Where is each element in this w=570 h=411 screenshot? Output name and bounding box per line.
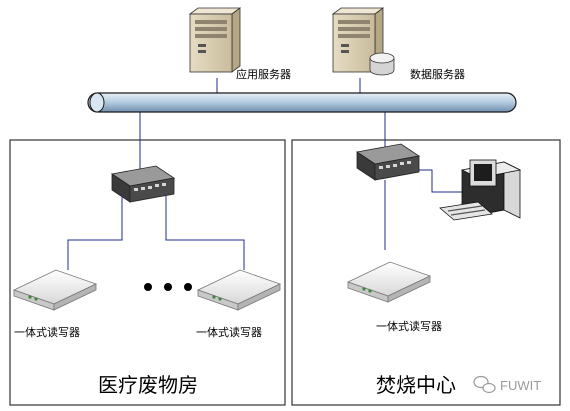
database-cylinder-icon xyxy=(369,52,395,76)
zone-right-border xyxy=(291,139,561,406)
network-switch-icon xyxy=(110,165,176,203)
right-switch-to-workstation xyxy=(419,169,462,193)
zone-right-title: 焚烧中心 xyxy=(376,373,456,397)
reader-left-a-label: 一体式读写器 xyxy=(14,325,80,339)
right-switch xyxy=(355,143,421,181)
desktop-computer-icon xyxy=(439,159,522,221)
reader-left-b: 一体式读写器 xyxy=(196,269,282,339)
reader-right: 一体式读写器 xyxy=(346,261,442,333)
left-switch-to-reader-a xyxy=(67,196,123,270)
network-switch-icon xyxy=(355,143,421,181)
tower-server-icon xyxy=(331,7,385,73)
watermark-text: FUWIT xyxy=(500,378,541,393)
zone-left-border xyxy=(9,139,286,406)
rfid-reader-icon xyxy=(12,269,98,311)
workstation xyxy=(439,159,522,221)
rfid-reader-icon xyxy=(346,261,432,303)
left-switch-to-reader-b xyxy=(165,196,245,270)
reader-left-a: 一体式读写器 xyxy=(12,269,98,339)
ellipsis-dots-icon xyxy=(144,283,192,291)
app-server-label: 应用服务器 xyxy=(236,67,291,81)
db-server-label: 数据服务器 xyxy=(410,67,465,81)
reader-right-label: 一体式读写器 xyxy=(376,319,442,333)
wechat-logo-icon xyxy=(473,375,496,394)
left-switch xyxy=(110,165,176,203)
reader-left-b-label: 一体式读写器 xyxy=(196,325,262,339)
tower-server-icon xyxy=(188,7,242,73)
app-server: 应用服务器 xyxy=(188,7,291,81)
db-server: 数据服务器 xyxy=(331,7,465,81)
watermark: FUWIT xyxy=(473,375,541,394)
backbone-bus xyxy=(87,92,517,113)
rfid-reader-icon xyxy=(196,269,282,311)
zone-left-title: 医疗废物房 xyxy=(98,373,198,397)
